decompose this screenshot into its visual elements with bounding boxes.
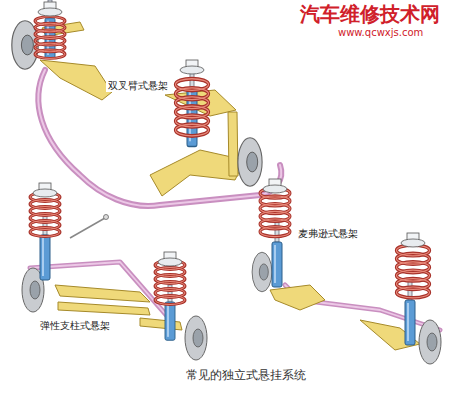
stabilizer-highlight [38, 70, 281, 206]
caption: 常见的独立式悬挂系统 [184, 368, 308, 382]
coil-spring [397, 245, 430, 298]
top-mount [38, 2, 62, 16]
stabilizer-bar [38, 70, 281, 206]
double-wishbone-figure [12, 0, 282, 206]
watermark: 汽车维修技术网 [300, 2, 440, 26]
lateral-link [58, 302, 150, 315]
top-mount [158, 252, 182, 266]
top-mount [180, 60, 204, 74]
stabilizer-bar [30, 262, 175, 325]
figure-label: 弹性支柱式悬架 [38, 320, 112, 332]
top-mount [263, 179, 287, 193]
coil-spring [260, 188, 290, 236]
rod-end [104, 215, 109, 220]
shock-absorber [272, 222, 282, 287]
macpherson-figure [252, 179, 441, 364]
coil-spring [35, 17, 65, 59]
strut-figure [22, 183, 207, 360]
figure-label: 麦弗逊式悬架 [296, 228, 360, 240]
figure-label: 双叉臂式悬架 [106, 80, 170, 92]
shock-absorber [165, 285, 175, 340]
coil-spring [155, 261, 185, 305]
top-mount [401, 233, 425, 247]
lower-arm [140, 318, 182, 330]
brake-disc [252, 252, 272, 292]
brake-disc [238, 138, 262, 186]
knuckle [228, 112, 238, 176]
coil-spring [176, 79, 209, 136]
watermark-url: www.qcwxjs.com [338, 27, 423, 39]
trailing-arm [55, 285, 150, 302]
coil-spring [30, 193, 60, 237]
control-arm [40, 60, 112, 100]
top-mount [33, 183, 57, 197]
brake-disc [419, 320, 441, 364]
stabilizer-highlight [30, 262, 175, 325]
brake-disc [185, 316, 207, 360]
shock-absorber [40, 215, 50, 280]
tie-rod [70, 218, 105, 238]
lower-arm [270, 285, 325, 310]
